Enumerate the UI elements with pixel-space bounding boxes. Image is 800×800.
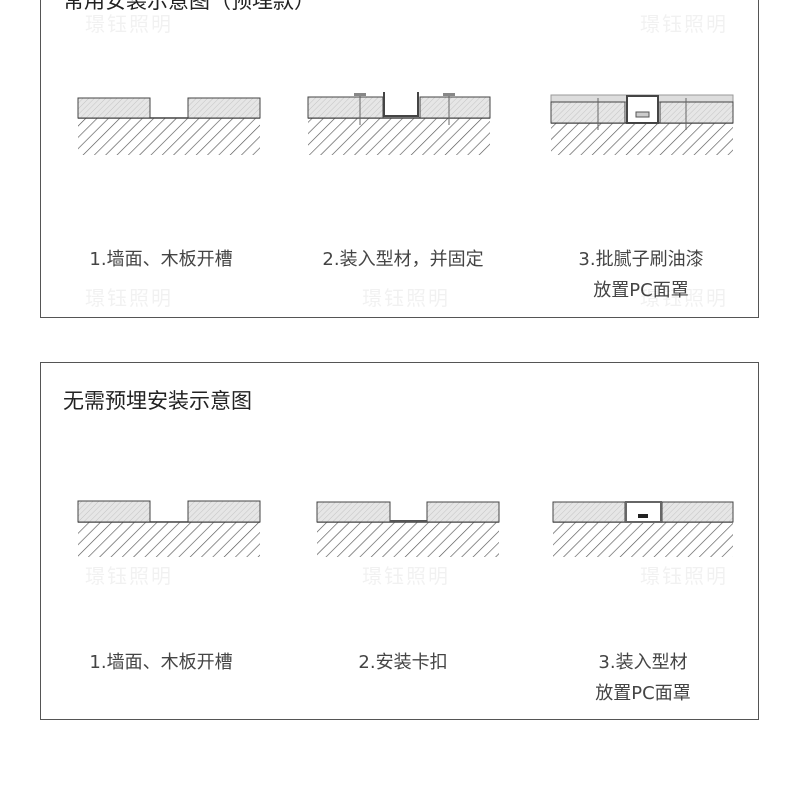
caption-line: 3.装入型材 (598, 652, 688, 673)
caption-line: 放置PC面罩 (593, 280, 689, 301)
watermark: 璟钰照明 (362, 286, 450, 310)
step-caption: 1.墙面、木板开槽 (51, 244, 271, 275)
caption-line: 3.批腻子刷油漆 (578, 249, 704, 270)
watermark: 璟钰照明 (85, 564, 173, 588)
panel-title: 无需预埋安装示意图 (63, 389, 252, 413)
caption-line: 1.墙面、木板开槽 (89, 249, 233, 270)
watermark: 璟钰照明 (640, 12, 728, 36)
caption-line: 2.安装卡扣 (358, 652, 448, 673)
panel-embedded-install: 常用安装示意图（预埋款） 1.墙面、木板开槽 2.装入型材，并固定 3.批腻子刷… (40, 0, 759, 318)
step-caption: 2.安装卡扣 (293, 647, 513, 678)
diagram-p1-step1 (77, 97, 261, 155)
panel-no-embed-install: 无需预埋安装示意图 1.墙面、木板开槽 2.安装卡扣 3.装入型材放置PC面罩 (40, 362, 759, 720)
caption-line: 1.墙面、木板开槽 (89, 652, 233, 673)
diagram-p2-step2 (316, 501, 500, 557)
watermark: 璟钰照明 (85, 286, 173, 310)
diagram-p2-step1 (77, 500, 261, 557)
step-caption: 3.批腻子刷油漆放置PC面罩 (531, 244, 751, 306)
caption-line: 2.装入型材，并固定 (322, 249, 484, 270)
diagram-p1-step3 (550, 94, 734, 155)
watermark: 璟钰照明 (362, 564, 450, 588)
step-caption: 2.装入型材，并固定 (293, 244, 513, 275)
caption-line: 放置PC面罩 (595, 683, 691, 704)
step-caption: 3.装入型材放置PC面罩 (533, 647, 753, 709)
diagram-p1-step2 (307, 92, 491, 155)
watermark: 璟钰照明 (85, 12, 173, 36)
step-caption: 1.墙面、木板开槽 (51, 647, 271, 678)
diagram-p2-step3 (552, 501, 734, 557)
watermark: 璟钰照明 (640, 286, 728, 310)
watermark: 璟钰照明 (640, 564, 728, 588)
panel-title: 常用安装示意图（预埋款） (63, 0, 315, 13)
